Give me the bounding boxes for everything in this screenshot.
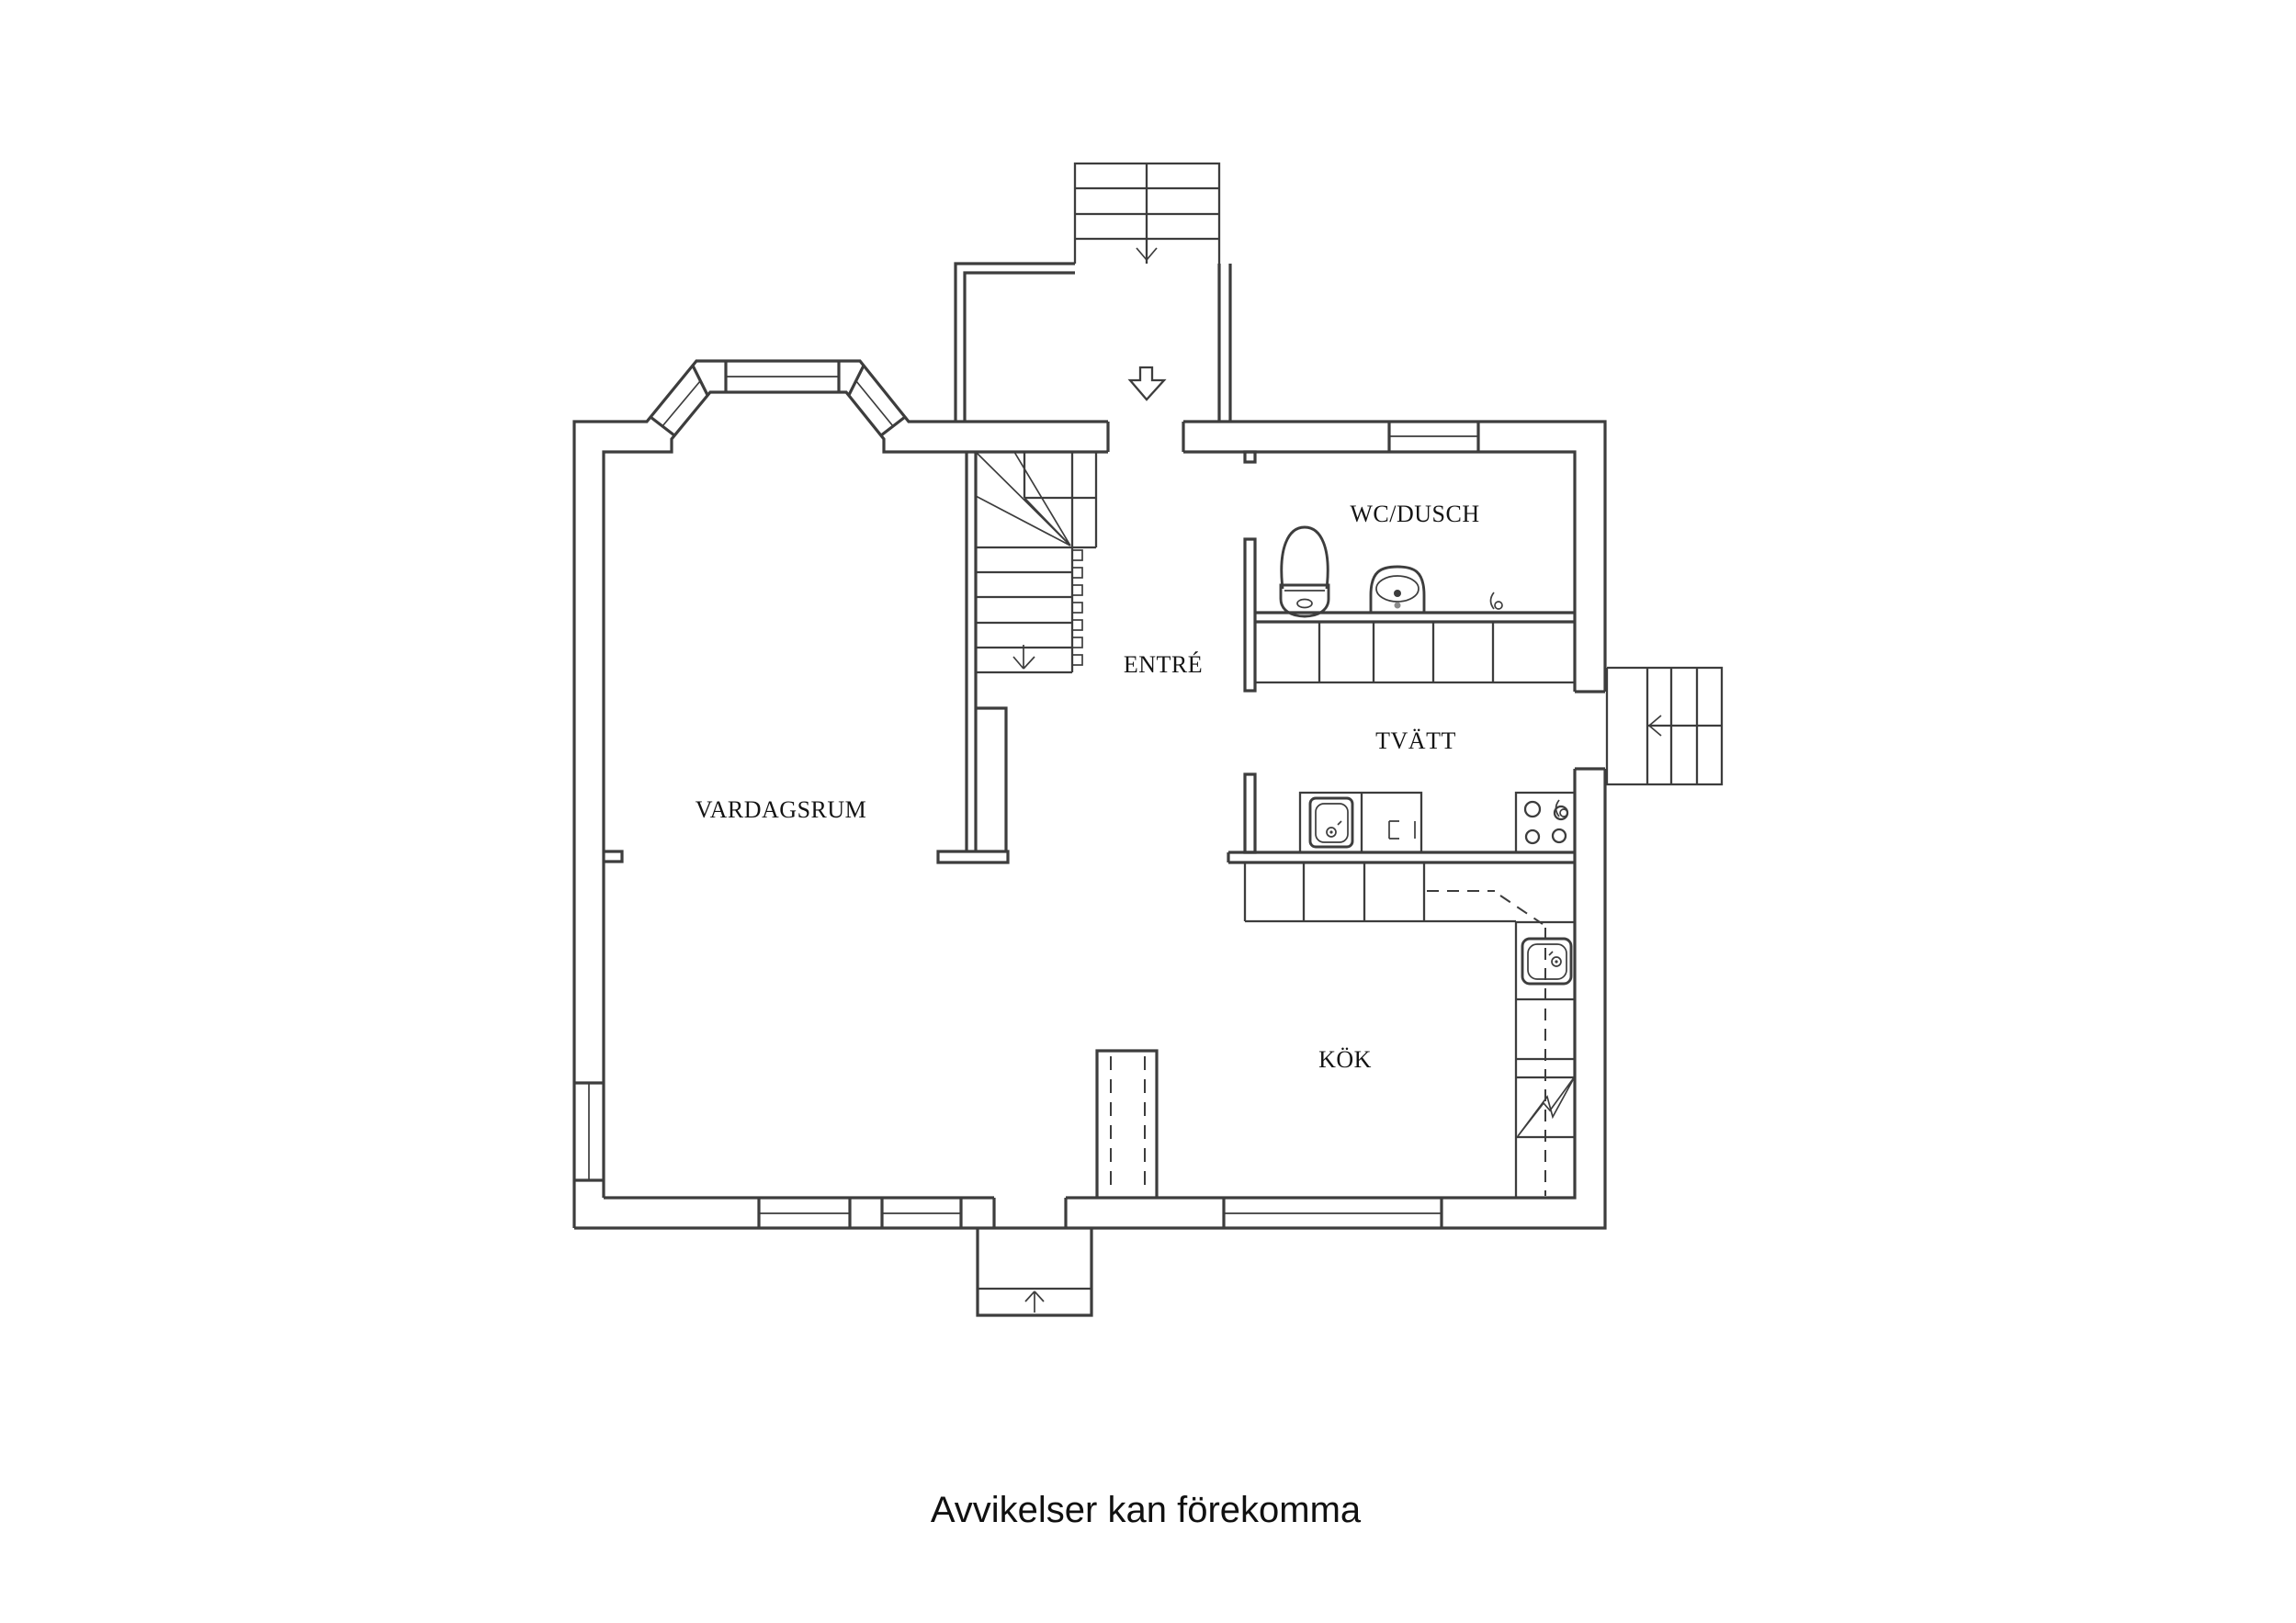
- disclaimer-text: Avvikelser kan förekomma: [931, 1490, 1362, 1530]
- exterior-stair-top: [1073, 162, 1221, 264]
- room-label-entre: ENTRÉ: [1124, 651, 1203, 678]
- room-label-vardagsrum: VARDAGSRUM: [696, 796, 867, 823]
- entrance-arrow-icon: [1127, 366, 1167, 401]
- stove-symbol: [1514, 791, 1575, 852]
- interior-staircase: [936, 451, 1098, 864]
- kitchen-sink-symbol: [1521, 937, 1573, 986]
- chimney: [1095, 1049, 1159, 1198]
- room-label-tvatt: TVÄTT: [1375, 727, 1456, 754]
- dishwasher-marks: [1388, 820, 1416, 840]
- room-label-wc-dusch: WC/DUSCH: [1350, 501, 1479, 527]
- wardrobe-row: [1255, 622, 1575, 684]
- floor-drain-wc-icon: [1489, 592, 1503, 610]
- stair-winder-lines: [975, 451, 1071, 547]
- exterior-stair-right: [1605, 666, 1724, 786]
- room-labels: VARDAGSRUM ENTRÉ WC/DUSCH TVÄTT KÖK: [696, 501, 1479, 1073]
- stair-left-arrow-icon: [1647, 715, 1662, 737]
- room-label-kok: KÖK: [1318, 1046, 1372, 1073]
- laundry-sink-symbol: [1308, 796, 1354, 849]
- porch-up-arrow-icon: [1024, 1291, 1045, 1313]
- windows: [574, 361, 1480, 1228]
- entrance-porch: [954, 262, 1232, 422]
- overhead-dashed-lines: [1427, 890, 1546, 1196]
- floor-drain-laundry-icon: [1555, 799, 1568, 817]
- stair-down-arrow-icon: [1012, 645, 1035, 670]
- wc-dusch-walls: [1243, 450, 1575, 693]
- tvatt-kok-wall: [1227, 851, 1575, 864]
- tvatt-walls: [1243, 772, 1423, 854]
- lightning-appliance-icon: [1517, 1076, 1576, 1137]
- bottom-porch: [976, 1228, 1093, 1317]
- washbasin-symbol: [1369, 565, 1426, 614]
- stair-down-arrow-icon: [1136, 231, 1158, 261]
- toilet-symbol: [1279, 525, 1330, 618]
- exterior-walls: [572, 359, 1607, 1230]
- laundry-counter: [1298, 791, 1423, 852]
- stair-balustrade: [1071, 549, 1083, 666]
